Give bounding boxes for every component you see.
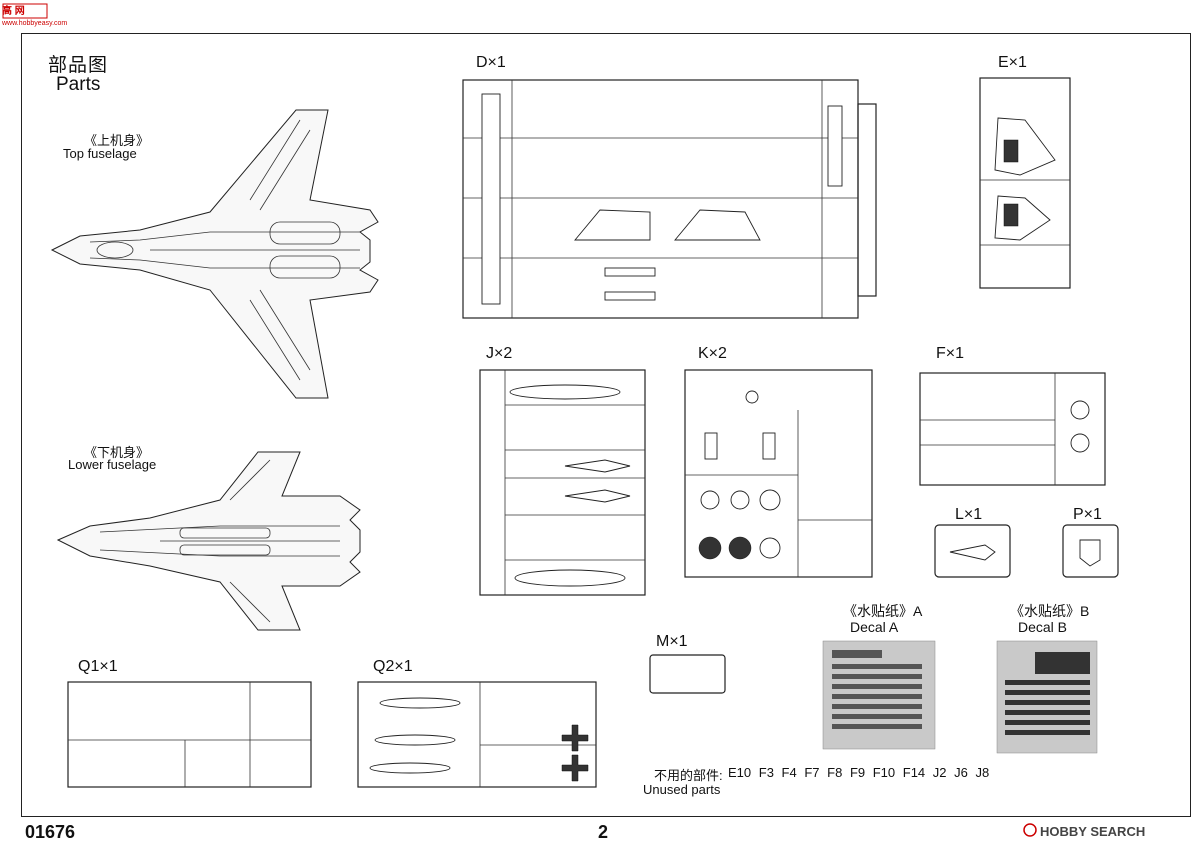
kit-number: 01676	[25, 822, 76, 842]
decal-sheet-b	[996, 640, 1098, 754]
sprue-k-frame	[684, 369, 873, 578]
unused-part-item: J2	[932, 765, 955, 780]
sprue-q1-frame	[67, 681, 312, 788]
sprue-e-frame	[979, 77, 1071, 289]
top-fuselage-drawing	[50, 109, 379, 399]
watermark-logo-box	[2, 3, 48, 19]
unused-parts-label-cn: 不用的部件:	[654, 768, 723, 783]
unused-part-item: F7	[804, 765, 828, 780]
top-view-label-cn: 《上机身》	[84, 133, 150, 148]
page-border	[21, 33, 1191, 817]
brand-icon	[1023, 823, 1037, 837]
unused-part-item: F4	[781, 765, 805, 780]
page-title-cn: 部品图	[48, 55, 109, 76]
watermark-url: www.hobbyeasy.com	[2, 20, 68, 27]
sprue-j-frame	[479, 369, 646, 596]
sprue-j-label: J×2	[486, 345, 513, 362]
sprue-l-label: L×1	[955, 506, 983, 523]
sprue-f-frame	[919, 372, 1106, 486]
sprue-m-frame	[649, 654, 726, 694]
unused-part-item: J6	[954, 765, 976, 780]
unused-part-item: F14	[902, 765, 933, 780]
unused-part-item: J8	[975, 765, 990, 780]
decal-b-label-en: Decal B	[1018, 619, 1068, 635]
sprue-f-label: F×1	[936, 345, 965, 362]
lower-view-label-cn: 《下机身》	[84, 445, 150, 460]
sprue-l-frame	[934, 524, 1011, 578]
sprue-q1-label: Q1×1	[78, 658, 118, 675]
unused-parts-label-en: Unused parts	[643, 782, 721, 797]
unused-part-item: F9	[849, 765, 873, 780]
sprue-m-label: M×1	[656, 633, 688, 650]
sprue-d-label: D×1	[476, 54, 506, 71]
unused-part-item: E10	[728, 765, 759, 780]
sprue-p-label: P×1	[1073, 506, 1102, 523]
decal-sheet-a	[822, 640, 936, 750]
page-title-en: Parts	[56, 74, 101, 95]
unused-part-item: F3	[758, 765, 782, 780]
sprue-p-frame	[1062, 524, 1119, 578]
decal-b-label-cn: 《水贴纸》B	[1010, 603, 1090, 619]
sprue-q2-frame	[357, 681, 597, 788]
top-view-label-en: Top fuselage	[63, 146, 137, 161]
lower-view-label-en: Lower fuselage	[68, 457, 157, 472]
unused-parts-list: E10 F3 F4 F7 F8 F9 F10 F14 J2 J6 J8	[728, 765, 989, 780]
lower-fuselage-drawing	[56, 451, 361, 631]
sprue-d-frame	[462, 79, 877, 319]
sprue-q2-label: Q2×1	[373, 658, 413, 675]
page-number: 2	[598, 822, 609, 842]
brand-watermark: HOBBY SEARCH	[1040, 824, 1146, 839]
decal-a-label-cn: 《水贴纸》A	[843, 603, 923, 619]
sprue-e-label: E×1	[998, 54, 1027, 71]
decal-a-label-en: Decal A	[850, 619, 899, 635]
sprue-k-label: K×2	[698, 345, 727, 362]
unused-part-item: F10	[872, 765, 903, 780]
unused-part-item: F8	[827, 765, 850, 780]
watermark-logo: 高 网	[2, 6, 25, 17]
